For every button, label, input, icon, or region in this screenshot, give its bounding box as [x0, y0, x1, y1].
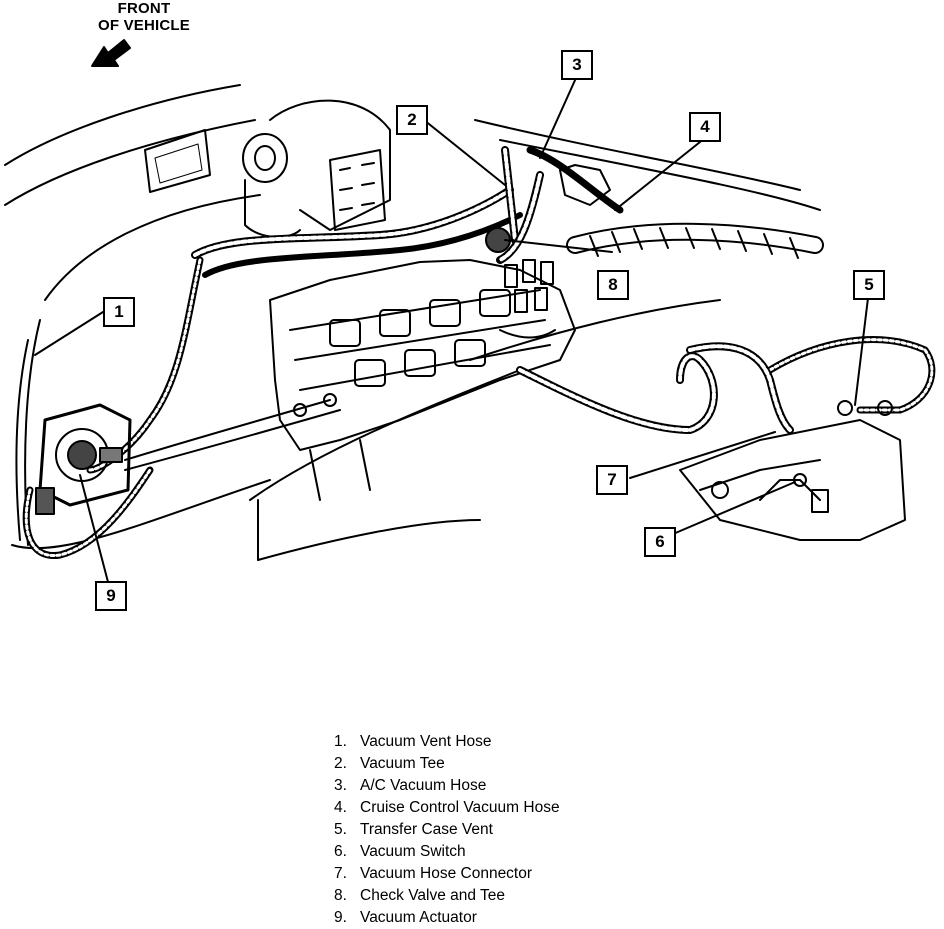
legend-item-number: 1.	[334, 733, 347, 750]
throttle-body	[242, 99, 391, 238]
legend-item-text: Check Valve and Tee	[360, 887, 506, 904]
callout-4: 4	[689, 112, 721, 142]
legend-item: 8. Check Valve and Tee	[334, 885, 560, 907]
legend-item: 3. A/C Vacuum Hose	[334, 775, 560, 797]
legend-item: 1. Vacuum Vent Hose	[334, 731, 560, 753]
callout-9: 9	[95, 581, 127, 611]
front-label-line1: FRONT	[117, 0, 171, 17]
legend-item: 6. Vacuum Switch	[334, 841, 560, 863]
callout-5: 5	[853, 270, 885, 300]
transfer-case-vent-hose	[766, 336, 936, 416]
legend-item-number: 4.	[334, 799, 347, 816]
vacuum-tee-assembly	[485, 146, 624, 264]
engine-block	[269, 259, 576, 501]
legend-item-text: A/C Vacuum Hose	[360, 777, 487, 794]
legend-item-text: Cruise Control Vacuum Hose	[360, 799, 560, 816]
front-of-vehicle-label: FRONT OF VEHICLE	[84, 0, 204, 34]
legend-item: 5. Transfer Case Vent	[334, 819, 560, 841]
legend-item-number: 9.	[334, 909, 347, 926]
legend-item-text: Vacuum Switch	[360, 843, 466, 860]
leader-lines	[34, 77, 869, 583]
ignition-components	[499, 259, 556, 339]
legend-item: 4. Cruise Control Vacuum Hose	[334, 797, 560, 819]
front-label-line2: OF VEHICLE	[97, 17, 190, 34]
callout-2: 2	[396, 105, 428, 135]
cruise-control-hose	[566, 222, 824, 259]
legend-item-number: 5.	[334, 821, 347, 838]
callout-1: 1	[103, 297, 135, 327]
lower-vacuum-harness	[516, 342, 794, 434]
legend-item: 7. Vacuum Hose Connector	[334, 863, 560, 885]
legend-item-text: Vacuum Vent Hose	[360, 733, 492, 750]
legend-item-text: Vacuum Tee	[360, 755, 445, 772]
front-arrow-icon	[91, 39, 131, 67]
callout-7: 7	[596, 465, 628, 495]
transfer-case	[679, 419, 906, 541]
legend-item-number: 2.	[334, 755, 347, 772]
legend-item-number: 7.	[334, 865, 347, 882]
legend-item-text: Vacuum Actuator	[360, 909, 477, 926]
legend-item: 9. Vacuum Actuator	[334, 907, 560, 929]
callout-3: 3	[561, 50, 593, 80]
upper-vacuum-harness	[191, 186, 523, 278]
callout-8: 8	[597, 270, 629, 300]
legend-item-number: 8.	[334, 887, 347, 904]
fender-outline	[4, 84, 271, 550]
hood-edge	[249, 119, 821, 561]
parts-legend: 1. Vacuum Vent Hose 2. Vacuum Tee 3. A/C Va…	[334, 731, 560, 929]
legend-item-text: Transfer Case Vent	[360, 821, 493, 838]
callout-6: 6	[644, 527, 676, 557]
legend-item-text: Vacuum Hose Connector	[360, 865, 533, 882]
vacuum-actuator	[35, 399, 341, 515]
legend-item: 2. Vacuum Tee	[334, 753, 560, 775]
legend-item-number: 3.	[334, 777, 347, 794]
legend-item-number: 6.	[334, 843, 347, 860]
